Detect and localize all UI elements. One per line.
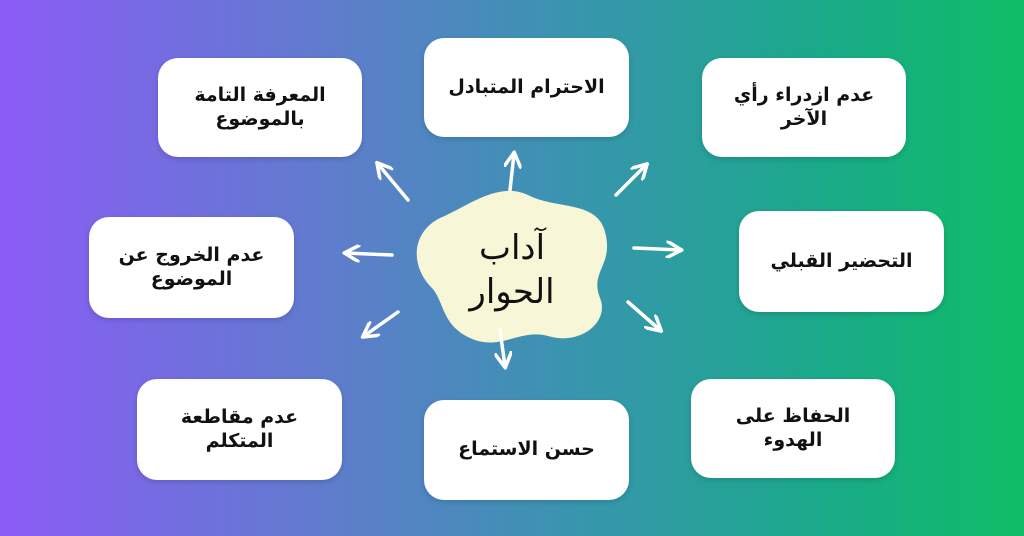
arrow-right (632, 248, 680, 250)
node-bottom-left: عدم مقاطعة المتكلم (137, 379, 342, 480)
center-blob (416, 190, 608, 343)
node-left: عدم الخروج عن الموضوع (89, 217, 294, 318)
arrow-bottom-left (364, 310, 400, 336)
arrow-top-left (378, 164, 410, 202)
node-top-left: المعرفة التامة بالموضوع (158, 58, 362, 157)
node-top-right: عدم ازدراء رأي الآخر (702, 58, 906, 157)
node-bottom: حسن الاستماع (424, 400, 629, 500)
node-right: التحضير القبلي (739, 211, 944, 312)
node-bottom-right: الحفاظ على الهدوء (691, 379, 895, 478)
node-top: الاحترام المتبادل (424, 38, 629, 137)
arrow-top-right (614, 165, 646, 197)
arrow-bottom-right (626, 300, 660, 330)
arrow-bottom (500, 328, 505, 366)
center-title-line1: آداب (478, 227, 546, 268)
center-title-line2: الحوار (469, 272, 555, 312)
arrow-top (510, 154, 514, 192)
arrow-left (346, 253, 394, 255)
